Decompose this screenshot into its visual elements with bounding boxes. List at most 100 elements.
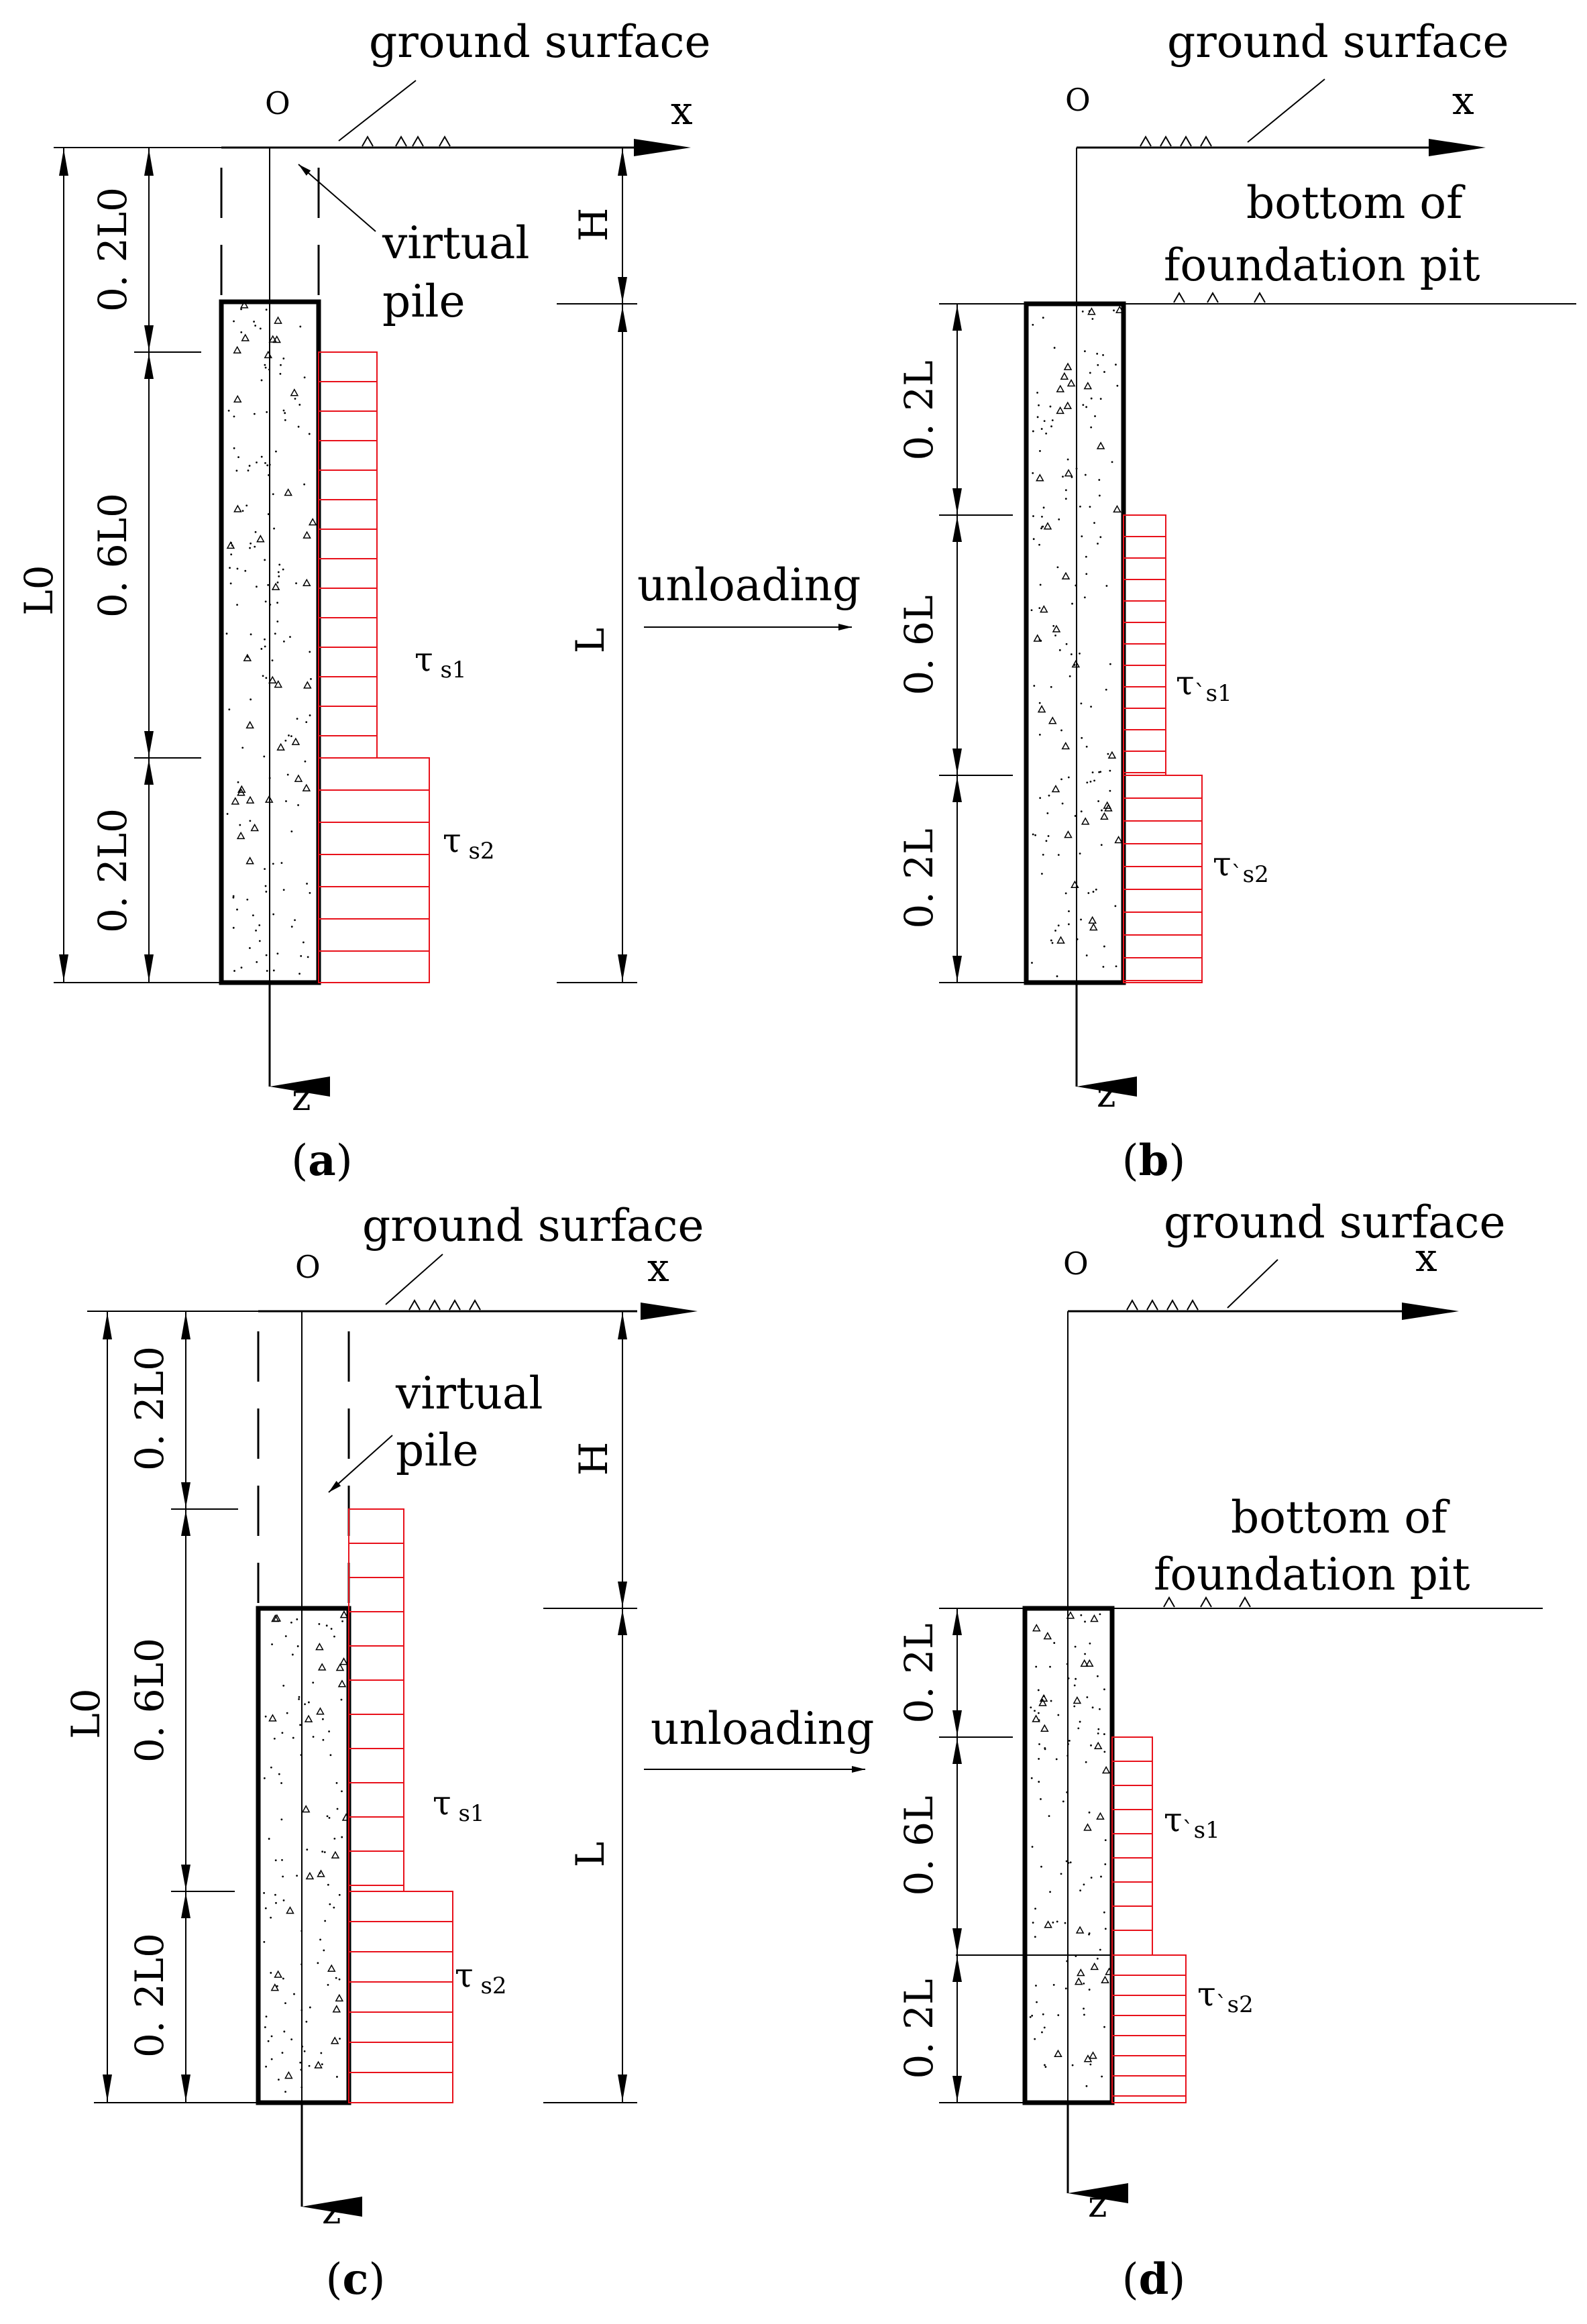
sand-dot	[317, 1962, 319, 1965]
sand-dot	[249, 820, 252, 822]
dim-arrow	[618, 1313, 627, 1339]
sand-dot	[1088, 1811, 1091, 1814]
seg-2-label: 0. 6L	[896, 1795, 942, 1895]
aggregate-mark	[1103, 801, 1112, 809]
sand-dot	[272, 913, 275, 916]
sand-dot	[1102, 353, 1104, 356]
sand-dot	[1034, 1907, 1036, 1910]
aggregate-mark	[1066, 1611, 1075, 1619]
aggregate-mark	[1064, 469, 1073, 477]
sand-dot	[1096, 1957, 1099, 1960]
sand-dot	[309, 651, 311, 653]
sand-dot	[270, 1916, 272, 1919]
dim-arrow	[144, 353, 154, 379]
shear-stress-s1	[1123, 514, 1166, 776]
aggregate-mark	[1032, 1714, 1040, 1722]
sand-dot	[1103, 1751, 1106, 1753]
dim-arrow	[952, 1610, 962, 1635]
sand-dot	[1043, 2026, 1046, 2029]
tau-s1-label: τ`s1	[1164, 1800, 1220, 1844]
sand-dot	[324, 1920, 327, 1922]
aggregate-mark	[1088, 916, 1097, 924]
sand-dot	[1052, 1922, 1054, 1924]
shear-stress-hatch	[349, 1921, 453, 2073]
aggregate-mark	[274, 1970, 282, 1978]
sand-dot	[264, 638, 266, 641]
sand-dot	[280, 862, 283, 865]
shear-stress-hatch	[1124, 536, 1166, 773]
aggregate-mark	[1061, 741, 1071, 750]
aggregate-mark	[1051, 785, 1060, 793]
aggregate-mark	[339, 1610, 349, 1618]
unloading-label: unloading	[637, 559, 861, 611]
sand-dot	[280, 364, 282, 366]
soil-hatch	[362, 135, 451, 147]
sand-dot	[232, 896, 235, 899]
sand-dot	[1097, 1675, 1099, 1677]
aggregate-mark	[1115, 305, 1124, 313]
sand-dot	[1038, 639, 1041, 641]
aggregate-mark	[1101, 1975, 1109, 1983]
pit-bottom-label-1: bottom of	[1231, 1492, 1450, 1543]
aggregate-mark	[270, 1983, 280, 1991]
sand-dot	[1068, 910, 1070, 913]
sand-dot	[1099, 1948, 1101, 1951]
aggregate-mark	[1037, 705, 1046, 713]
sand-dot	[1039, 584, 1042, 586]
aggregate-mark	[1089, 2051, 1097, 2059]
sand-dot	[1083, 596, 1086, 599]
origin-label: O	[295, 1249, 321, 1285]
x-axis-label: x	[671, 88, 693, 133]
sand-dot	[1039, 797, 1042, 799]
sand-dot	[1079, 852, 1081, 855]
sand-dot	[304, 1703, 306, 1706]
sand-dot	[237, 781, 239, 783]
sand-dot	[284, 739, 287, 742]
sand-dot	[270, 1972, 272, 1974]
sand-dot	[1032, 472, 1034, 474]
seg-1-label: 0. 2L0	[127, 1346, 172, 1471]
sand-dot	[327, 1984, 329, 1986]
sand-dot	[265, 309, 268, 311]
sand-dot	[1088, 1933, 1090, 1936]
sand-dot	[1042, 2013, 1044, 2015]
sand-dot	[1073, 1684, 1076, 1687]
sand-dot	[1097, 800, 1099, 802]
aggregate-mark	[308, 518, 317, 526]
sand-dot	[1103, 1911, 1105, 1914]
sand-dot	[292, 1736, 294, 1739]
aggregate-mark	[233, 394, 242, 403]
sand-dot	[285, 800, 287, 802]
sand-dot	[1085, 2085, 1088, 2087]
aggregate-mark	[256, 535, 265, 543]
tau-s1-label: τ s1	[415, 640, 467, 683]
sand-dot	[1044, 2064, 1046, 2066]
sand-dot	[1030, 1777, 1033, 1779]
sand-dot	[1034, 834, 1036, 836]
sand-dot	[1062, 476, 1064, 478]
sand-dot	[1050, 1700, 1052, 1702]
sand-dot	[240, 331, 243, 333]
sand-dot	[277, 571, 280, 573]
sand-dot	[319, 1938, 321, 1941]
sand-dot	[1044, 1747, 1046, 1749]
sand-dot	[304, 760, 307, 763]
sand-dot	[1057, 2014, 1060, 2016]
sand-dot	[1090, 1877, 1093, 1879]
ground-leader	[1227, 1259, 1278, 1309]
sand-dot	[1109, 789, 1111, 792]
aggregate-mark	[1074, 1977, 1083, 1985]
sand-dot	[1045, 840, 1048, 842]
sand-dot	[274, 1859, 277, 1862]
aggregate-mark	[1077, 1968, 1085, 1977]
aggregate-mark	[245, 795, 255, 804]
pile-body	[256, 1606, 351, 2105]
sand-dot	[303, 483, 306, 486]
sand-dot	[1080, 918, 1082, 921]
sand-dot	[333, 1635, 335, 1638]
sand-dot	[1085, 954, 1088, 956]
sand-dot	[1038, 1758, 1040, 1760]
sand-dot	[1031, 1846, 1034, 1848]
sand-dot	[326, 1815, 329, 1818]
sand-dot	[275, 1901, 277, 1904]
